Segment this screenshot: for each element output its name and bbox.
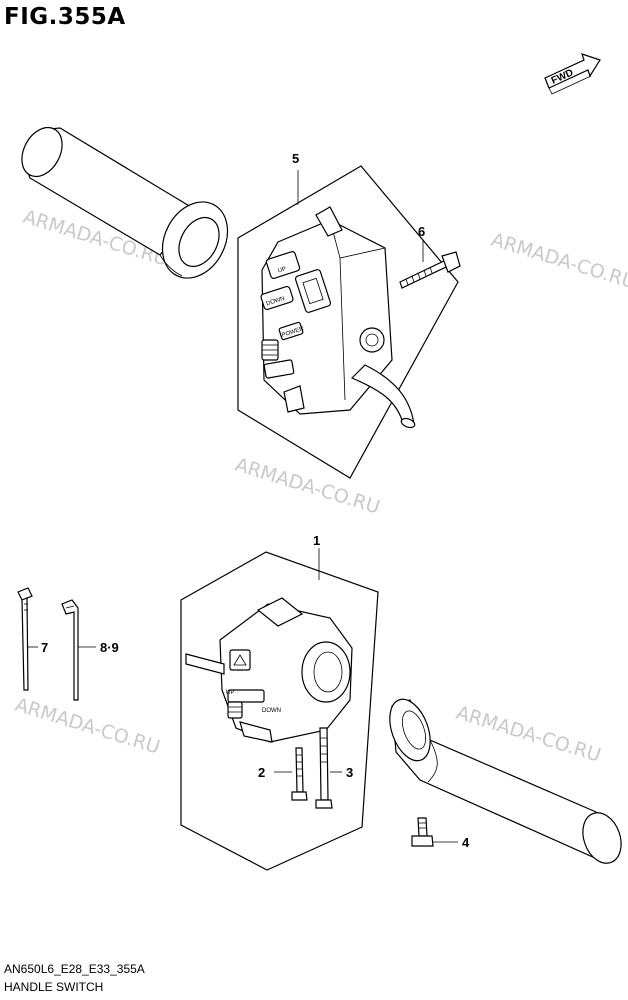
switch1-up-label: UP xyxy=(226,690,234,696)
figure-code: AN650L6_E28_E33_355A xyxy=(4,962,145,976)
left-grip xyxy=(21,126,229,279)
part-5-group: 5 UP DOWN POWER 6 xyxy=(237,151,461,479)
fwd-label: FWD xyxy=(550,67,575,86)
callout-1: 1 xyxy=(313,533,320,548)
watermark-5: ARMADA-CO.RU xyxy=(454,702,604,767)
figure-name: HANDLE SWITCH xyxy=(4,980,104,994)
callout-5: 5 xyxy=(292,151,299,166)
callout-6: 6 xyxy=(418,224,425,239)
switch5-up-label: UP xyxy=(277,266,287,274)
watermark-4: ARMADA-CO.RU xyxy=(13,694,163,759)
part-1-group: 1 UP DOWN 2 3 xyxy=(180,533,379,871)
switch1-down-label: DOWN xyxy=(262,708,281,714)
fwd-badge: FWD xyxy=(544,53,601,95)
switch5-down-label: DOWN xyxy=(266,296,286,308)
part-4-screw: 4 xyxy=(411,817,470,850)
callout-3: 3 xyxy=(346,765,353,780)
watermark-3: ARMADA-CO.RU xyxy=(233,454,383,519)
callout-7: 7 xyxy=(41,640,48,655)
figure-title: FIG.355A xyxy=(4,4,126,30)
cable-ties: 7 8·9 xyxy=(17,587,119,701)
right-grip xyxy=(389,698,622,864)
callout-4: 4 xyxy=(462,835,470,850)
watermark-2: ARMADA-CO.RU xyxy=(489,229,628,294)
callout-8-9: 8·9 xyxy=(100,640,119,655)
callout-2: 2 xyxy=(258,765,265,780)
